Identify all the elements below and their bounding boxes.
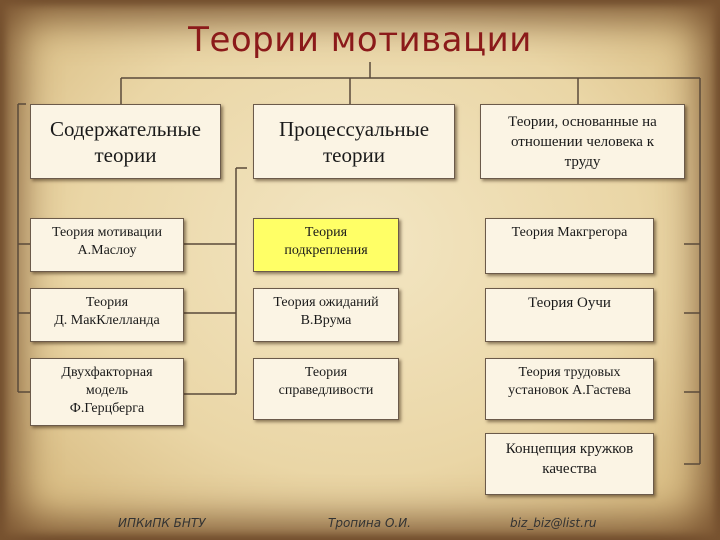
- footer-email: biz_biz@list.ru: [510, 516, 597, 530]
- footer-institution: ИПКиПК БНТУ: [118, 516, 206, 530]
- ouchi-theory-box: Теория Оучи: [485, 288, 654, 342]
- vroom-expectancy-theory-box: Теория ожиданий В.Врума: [253, 288, 399, 342]
- maslow-theory-box: Теория мотивации А.Маслоу: [30, 218, 184, 272]
- header-labor-attitude-theories: Теории, основанные на отношении человека…: [480, 104, 685, 179]
- mcclelland-theory-box: Теория Д. МакКлелланда: [30, 288, 184, 342]
- herzberg-model-box: Двухфакторная модель Ф.Герцберга: [30, 358, 184, 426]
- header-content-theories: Содержательные теории: [30, 104, 221, 179]
- footer-author: Тропина О.И.: [328, 516, 411, 530]
- equity-theory-box: Теория справедливости: [253, 358, 399, 420]
- quality-circles-box: Концепция кружков качества: [485, 433, 654, 495]
- header-process-theories: Процессуальные теории: [253, 104, 455, 179]
- mcgregor-theory-box: Теория Макгрегора: [485, 218, 654, 274]
- page-title: Теории мотивации: [188, 20, 532, 60]
- reinforcement-theory-box: Теория подкрепления: [253, 218, 399, 272]
- gastev-theory-box: Теория трудовых установок А.Гастева: [485, 358, 654, 420]
